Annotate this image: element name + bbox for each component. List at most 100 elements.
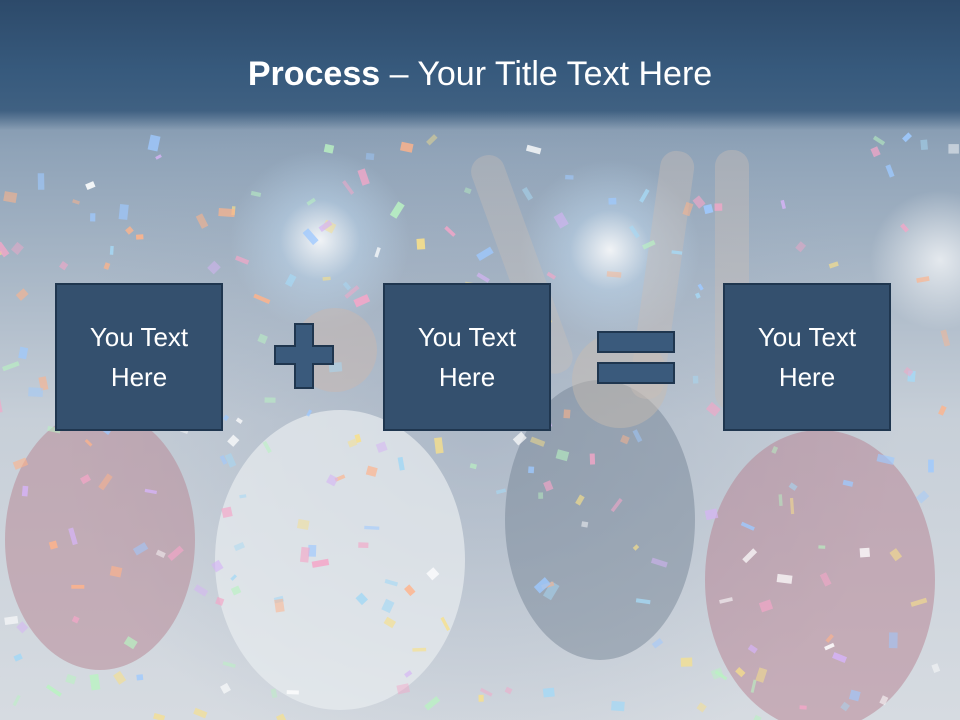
confetti-piece <box>28 387 44 398</box>
confetti-piece <box>68 527 78 546</box>
confetti-piece <box>608 197 617 205</box>
confetti-piece <box>219 454 228 465</box>
confetti-piece <box>342 281 352 291</box>
confetti-piece <box>780 199 786 210</box>
confetti-piece <box>753 714 762 720</box>
confetti-piece <box>948 144 959 154</box>
confetti-piece <box>651 637 664 649</box>
confetti-piece <box>426 134 438 146</box>
confetti-piece <box>224 453 237 468</box>
confetti-piece <box>123 636 138 650</box>
equals-icon <box>597 331 675 384</box>
confetti-piece <box>546 271 557 280</box>
confetti-piece <box>262 440 272 454</box>
confetti-piece <box>479 687 493 697</box>
confetti-piece <box>71 584 85 589</box>
confetti-piece <box>543 480 554 492</box>
plus-icon <box>274 323 334 389</box>
confetti-piece <box>10 241 24 256</box>
confetti-piece <box>218 208 235 218</box>
confetti-piece <box>469 463 478 470</box>
confetti-piece <box>915 490 930 504</box>
confetti-piece <box>286 690 299 695</box>
confetti-piece <box>381 598 395 614</box>
confetti-piece <box>714 203 723 211</box>
confetti-piece <box>404 670 413 678</box>
confetti-piece <box>635 598 651 605</box>
confetti-piece <box>396 683 410 695</box>
confetti-piece <box>824 642 835 651</box>
confetti-piece <box>299 546 310 563</box>
confetti-piece <box>553 212 569 229</box>
confetti-piece <box>89 673 101 691</box>
confetti-piece <box>771 445 779 454</box>
confetti-piece <box>680 657 693 667</box>
confetti-piece <box>195 213 209 229</box>
confetti-piece <box>155 549 166 559</box>
confetti-piece <box>58 261 69 271</box>
confetti-piece <box>575 494 585 506</box>
confetti-piece <box>828 261 839 269</box>
slide-title[interactable]: Process – Your Title Text Here <box>0 52 960 96</box>
process-box-3[interactable]: You Text Here <box>723 283 891 431</box>
confetti-piece <box>840 701 850 712</box>
confetti-piece <box>740 521 755 531</box>
confetti-piece <box>257 333 268 344</box>
confetti-piece <box>888 632 898 649</box>
confetti-piece <box>297 519 310 530</box>
confetti-piece <box>528 466 535 474</box>
confetti-piece <box>696 702 707 713</box>
confetti-piece <box>412 647 427 652</box>
confetti-piece <box>581 521 589 528</box>
confetti-piece <box>611 700 625 712</box>
confetti-piece <box>383 616 397 629</box>
confetti-piece <box>302 228 319 246</box>
confetti-piece <box>135 234 144 240</box>
confetti-piece <box>71 615 80 624</box>
confetti-piece <box>167 545 184 561</box>
confetti-piece <box>136 674 144 681</box>
confetti-piece <box>832 652 848 663</box>
confetti-piece <box>275 713 289 720</box>
confetti-piece <box>530 436 546 447</box>
confetti-piece <box>12 457 29 470</box>
confetti-piece <box>704 508 719 521</box>
confetti-piece <box>48 540 58 550</box>
confetti-piece <box>825 633 834 643</box>
process-box-1[interactable]: You Text Here <box>55 283 223 431</box>
confetti-piece <box>632 544 640 551</box>
confetti-piece <box>818 545 826 549</box>
confetti-piece <box>0 241 10 258</box>
confetti-piece <box>789 497 795 515</box>
confetti-piece <box>132 542 149 556</box>
confetti-piece <box>735 667 746 678</box>
confetti-piece <box>521 187 534 201</box>
confetti-piece <box>109 565 123 578</box>
process-box-1-text: You Text Here <box>89 322 189 392</box>
confetti-piece <box>928 459 934 473</box>
confetti-piece <box>365 152 375 161</box>
confetti-piece <box>799 705 807 710</box>
confetti-piece <box>848 689 861 702</box>
confetti-piece <box>37 173 45 190</box>
confetti-piece <box>274 598 285 613</box>
confetti-piece <box>879 695 889 706</box>
confetti-piece <box>478 694 484 702</box>
confetti-piece <box>889 548 903 562</box>
confetti-piece <box>910 597 928 607</box>
confetti-piece <box>353 294 371 308</box>
confetti-piece <box>389 201 405 219</box>
confetti-piece <box>819 572 832 587</box>
confetti-piece <box>938 405 947 416</box>
confetti-piece <box>610 498 623 513</box>
confetti-piece <box>920 139 928 151</box>
confetti-piece <box>230 574 238 581</box>
process-box-2[interactable]: You Text Here <box>383 283 551 431</box>
confetti-piece <box>795 241 807 253</box>
confetti-piece <box>13 653 23 662</box>
confetti-piece <box>155 154 162 160</box>
confetti-piece <box>342 180 355 195</box>
confetti-piece <box>931 663 941 673</box>
confetti-piece <box>692 375 699 384</box>
confetti-piece <box>639 188 650 203</box>
